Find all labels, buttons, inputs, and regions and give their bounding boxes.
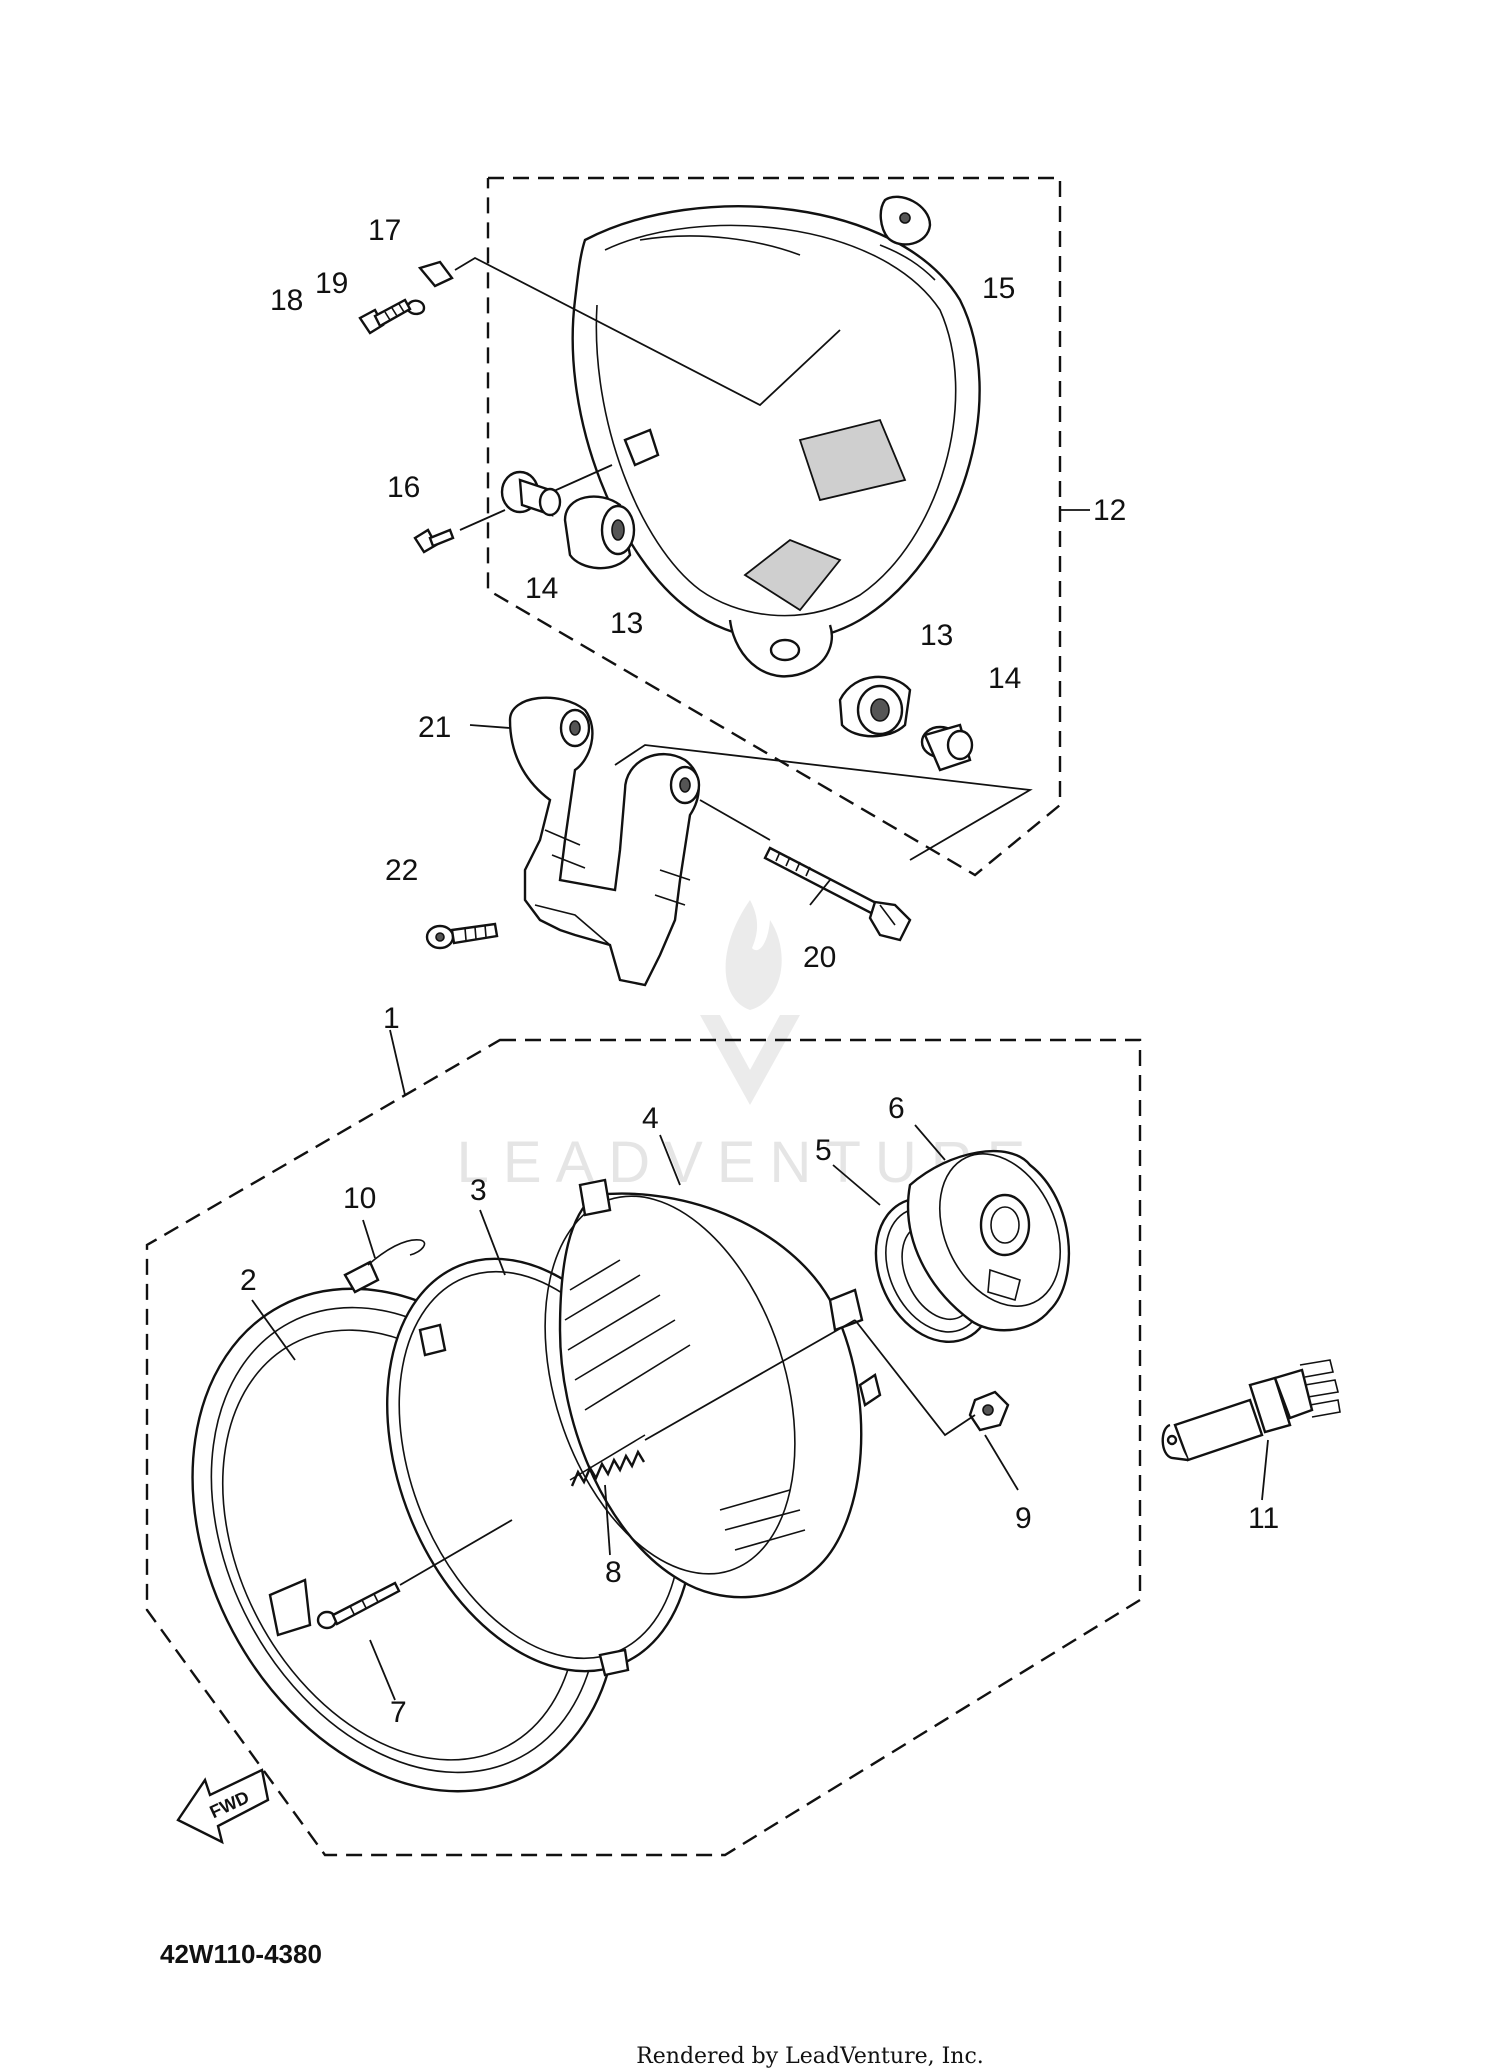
leader-8: [604, 1484, 611, 1556]
part-17-washer: [417, 260, 454, 288]
callout-6: 6: [888, 1092, 905, 1125]
part-18-bolt: [358, 298, 412, 335]
part-10-clip: [343, 1239, 426, 1294]
callout-16: 16: [387, 471, 420, 504]
callout-2: 2: [240, 1264, 257, 1297]
callout-4: 4: [642, 1102, 659, 1135]
callout-11: 11: [1248, 1502, 1279, 1535]
watermark-flame-icon: [725, 900, 782, 1010]
leader-6: [914, 1124, 946, 1161]
part-9-nut: [968, 1390, 1010, 1432]
part-13-damper-left: [563, 495, 636, 570]
leader-7-line: [399, 1519, 513, 1586]
callout-12: 12: [1093, 494, 1126, 527]
leader-17-18-19: [454, 256, 841, 407]
callout-19: 19: [315, 267, 348, 300]
leader-9: [984, 1434, 1019, 1491]
part-16-screw: [413, 528, 455, 554]
leader-8-line: [644, 1319, 856, 1441]
leader-1: [389, 1029, 406, 1096]
assembly-boundary-1: [145, 1038, 1142, 1857]
callout-9: 9: [1015, 1502, 1032, 1535]
callout-18: 18: [270, 284, 303, 317]
part-7-adjusting-screw: [316, 1581, 401, 1630]
callout-13-left: 13: [610, 607, 643, 640]
part-14-collar-left: [500, 470, 562, 517]
watermark: LEADVENTURE: [457, 900, 1025, 1195]
leader-20: [809, 879, 831, 906]
leader-2: [251, 1299, 296, 1361]
leader-20-assembly-line: [614, 744, 1033, 861]
callout-22: 22: [385, 854, 418, 887]
part-8-spring: [569, 1434, 646, 1487]
part-21-bracket: [508, 696, 701, 987]
part-11-bulb: [1161, 1359, 1341, 1462]
callout-5: 5: [815, 1134, 832, 1167]
leader-11: [1261, 1439, 1269, 1501]
leader-3: [479, 1209, 506, 1276]
leader-10: [362, 1219, 376, 1259]
callout-1: 1: [383, 1002, 400, 1035]
headlight-body-12: [571, 205, 981, 678]
part-4-headlight-lens: [544, 1178, 882, 1599]
leader-4: [659, 1134, 681, 1186]
callout-3: 3: [470, 1174, 487, 1207]
callout-15: 15: [982, 272, 1015, 305]
leader-7: [369, 1639, 396, 1701]
fwd-arrow-icon: FWD: [176, 1768, 270, 1845]
callout-17: 17: [368, 214, 401, 247]
leader-21: [469, 724, 511, 729]
part-19-lock-washer: [406, 299, 426, 316]
part-13-damper-right: [838, 675, 912, 738]
callout-8: 8: [605, 1556, 622, 1589]
figure-code: 42W110-4380: [160, 1939, 322, 1969]
callout-13-right: 13: [920, 619, 953, 652]
assembly-boundary-12: [486, 176, 1062, 877]
part-15-grommet: [879, 195, 932, 246]
callout-20: 20: [803, 941, 836, 974]
callout-14-right: 14: [988, 662, 1021, 695]
part-22-bolt: [425, 922, 499, 950]
leader-16: [459, 464, 613, 531]
render-credit: Rendered by LeadVenture, Inc.: [636, 2044, 984, 2069]
leader-9-line: [854, 1319, 976, 1437]
leader-5: [832, 1164, 881, 1206]
part-6-dust-cover: [906, 1149, 1071, 1332]
callout-10: 10: [343, 1182, 376, 1215]
callout-21: 21: [418, 711, 451, 744]
callout-7: 7: [390, 1696, 407, 1729]
part-14-collar-right: [920, 723, 974, 772]
callout-14-left: 14: [525, 572, 558, 605]
part-20-long-bolt: [763, 846, 912, 942]
watermark-chevron-icon: [700, 1015, 800, 1105]
